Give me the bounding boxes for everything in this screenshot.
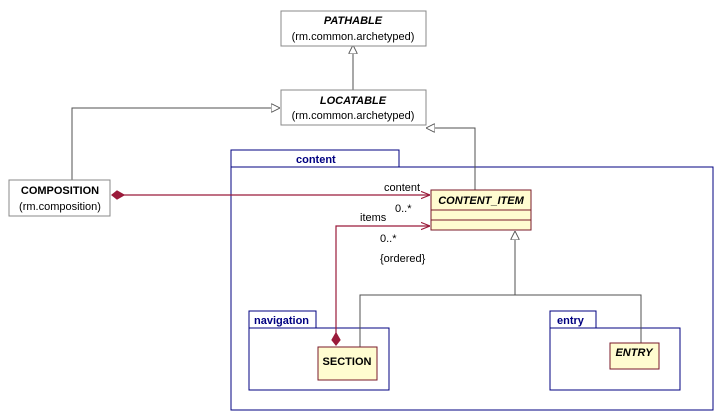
assoc-items-multiplicity: 0..* — [380, 233, 397, 245]
class-locatable: LOCATABLE (rm.common.archetyped) — [280, 89, 427, 126]
class-pathable-package: (rm.common.archetyped) — [292, 31, 415, 43]
assoc-content-multiplicity: 0..* — [395, 203, 412, 215]
gen-branch-line — [359, 294, 642, 350]
association-lines — [111, 190, 430, 346]
class-composition: COMPOSITION (rm.composition) — [8, 179, 111, 217]
package-navigation-label: navigation — [254, 315, 309, 327]
generalization-lines — [71, 45, 642, 350]
class-entry: ENTRY — [609, 342, 660, 370]
composition-diamond-items — [331, 331, 341, 346]
class-entry-name: ENTRY — [615, 347, 654, 359]
class-composition-package: (rm.composition) — [19, 201, 101, 213]
class-composition-name: COMPOSITION — [21, 185, 99, 197]
class-pathable-name: PATHABLE — [324, 15, 383, 27]
class-content-item-name: CONTENT_ITEM — [438, 195, 524, 207]
assoc-items-role: items — [360, 212, 387, 224]
gen-composition-locatable — [71, 108, 280, 180]
assoc-section-items — [335, 226, 430, 336]
gen-contentitem-locatable — [426, 128, 476, 190]
package-content-label: content — [296, 154, 336, 166]
class-section: SECTION — [317, 346, 378, 381]
composition-diamond-content — [111, 190, 126, 200]
class-section-name: SECTION — [323, 356, 372, 368]
assoc-content-role: content — [384, 182, 420, 194]
class-pathable: PATHABLE (rm.common.archetyped) — [280, 10, 427, 47]
class-locatable-package: (rm.common.archetyped) — [292, 110, 415, 122]
assoc-items-constraint: {ordered} — [380, 253, 426, 265]
class-content-item: CONTENT_ITEM — [430, 189, 532, 231]
class-locatable-name: LOCATABLE — [320, 95, 387, 107]
package-entry-label: entry — [557, 315, 585, 327]
